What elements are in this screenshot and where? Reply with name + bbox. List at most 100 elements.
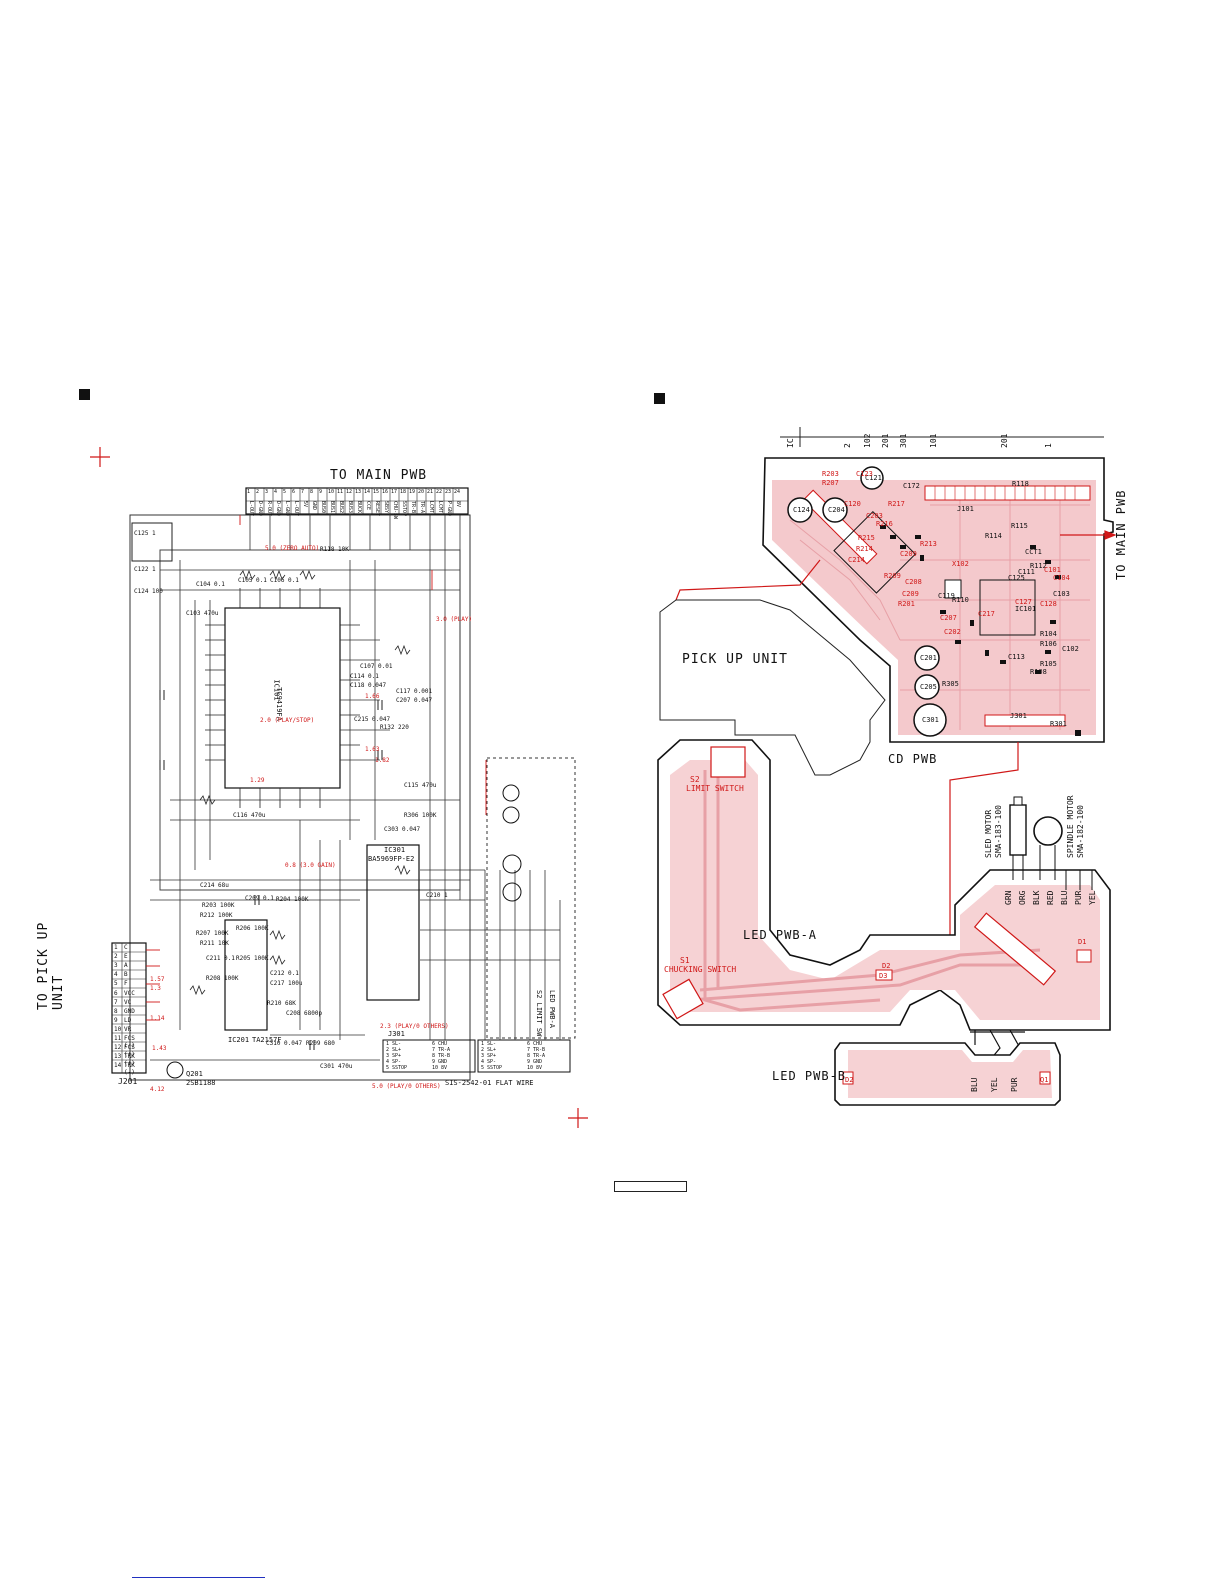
board-part-label: C103 — [1053, 590, 1070, 598]
board-part-label: R215 — [858, 534, 875, 542]
board-part-label: C113 — [1008, 653, 1025, 661]
pickup-pin-signal: FCS (+) — [124, 1044, 135, 1059]
board-part-label: X102 — [952, 560, 969, 568]
board-part-label: J101 — [957, 505, 974, 513]
voltage-annotation: 1.3 — [150, 985, 161, 992]
board-part-label: C120 — [844, 500, 861, 508]
component-label: C214 68u — [200, 882, 229, 889]
footer-box — [614, 1181, 687, 1192]
diode-label: D2 — [845, 1076, 854, 1084]
board-part-label: C124 — [793, 506, 810, 514]
component-label: C124 100 — [134, 588, 163, 595]
flat-connector-pin: 3 SP+ — [481, 1053, 497, 1059]
component-label: C212 0.1 — [270, 970, 299, 977]
board-part-label: C202 — [944, 628, 961, 636]
board-to-main: TO MAIN PWB — [1114, 489, 1128, 580]
component-label: R205 100K — [236, 955, 269, 962]
pickup-pin-number: 14 — [114, 1062, 122, 1070]
main-pin-number: 6 — [292, 489, 296, 495]
main-pin-number: 9 — [319, 489, 323, 495]
scale-label: 102 — [863, 433, 872, 448]
flat-connector-pin: 10 8V — [432, 1065, 448, 1071]
board-part-label: R108 — [1030, 668, 1047, 676]
flat-connector-pin: 1 SL- — [386, 1041, 402, 1047]
flat-connector-pin: 10 8V — [527, 1065, 543, 1071]
wire-color-label: BLU — [1060, 890, 1069, 905]
main-pin-signal: D-GND — [257, 501, 263, 517]
board-part-label: C208 — [905, 578, 922, 586]
voltage-annotation: 2.0 (PLAY/STOP) — [260, 717, 315, 724]
pickup-pin-signal: FCS (-) — [124, 1035, 135, 1049]
flat-connector-pin: 5 SSTOP — [386, 1065, 408, 1071]
board-sled-motor: SLED MOTOR — [984, 809, 993, 858]
component-label: C118 0.047 — [350, 682, 387, 689]
voltage-annotation: 1.43 — [152, 1045, 167, 1052]
main-pin-signal: GND — [311, 501, 317, 511]
component-label: C115 470u — [404, 782, 437, 789]
wire-color-label: ORG — [1018, 890, 1027, 905]
pickup-pin-signal: TRK (-) — [124, 1062, 135, 1077]
component-label: R118 10K — [320, 546, 349, 553]
board-part-label: C301 — [922, 716, 939, 724]
component-label: R132 220 — [380, 724, 409, 731]
board-part-label: C209 — [900, 550, 917, 558]
section-marker-schematic — [79, 389, 90, 400]
flat-connector-pin: 4 SP- — [386, 1059, 402, 1065]
pickup-pin-number: 6 — [114, 989, 118, 997]
component-label: C301 470u — [320, 1063, 353, 1070]
component-label: C103 470u — [186, 610, 219, 617]
voltage-annotation: 1.14 — [150, 1015, 165, 1022]
main-pin-number: 8 — [310, 489, 314, 495]
main-pin-signal: BUS3 — [347, 501, 353, 514]
main-pin-number: 5 — [283, 489, 287, 495]
wire-color-label: PUR — [1010, 1077, 1019, 1092]
main-pin-number: 23 — [445, 489, 452, 495]
board-part-label: C121 — [865, 474, 882, 482]
schematic-diagram — [111, 487, 576, 1081]
board-part-label: R105 — [1040, 660, 1057, 668]
component-label: R208 100K — [206, 975, 239, 982]
schematic-limit-switch-label: S2 LIMIT SW — [535, 990, 543, 1037]
main-pin-signal: RESET — [374, 501, 380, 517]
board-part-label: R203 — [822, 470, 839, 478]
wire-color-label: YEL — [1088, 890, 1097, 905]
pickup-pin-signal: LD — [124, 1016, 132, 1024]
main-pin-number: 19 — [409, 489, 416, 495]
board-part-label: CCT1 — [1025, 548, 1042, 556]
component-label: C107 0.01 — [360, 663, 393, 670]
main-pin-number: 11 — [337, 489, 344, 495]
component-label: C125 1 — [134, 530, 156, 537]
main-pin-number: 13 — [355, 489, 362, 495]
schematic-j201-ref: J201 — [118, 1077, 138, 1086]
main-pin-signal: L-GND — [284, 501, 290, 517]
board-part-label: C127 — [1015, 598, 1032, 606]
voltage-annotation: 1.57 — [150, 976, 165, 983]
flat-wire-connector-left — [382, 1039, 476, 1073]
board-part-label: C204 — [828, 506, 845, 514]
board-title: CD PWB — [888, 752, 938, 766]
spindle-motor-symbol — [502, 882, 522, 902]
ic201-body — [224, 919, 268, 1031]
board-part-label: R305 — [942, 680, 959, 688]
board-part-label: C201 — [920, 654, 937, 662]
pickup-pin-signal: F — [124, 980, 128, 988]
board-sled-part: SMA-183-100 — [994, 805, 1003, 858]
component-label: C106 0.1 — [270, 577, 299, 584]
board-led-b: LED PWB-B — [772, 1069, 847, 1083]
voltage-annotation: 0.8 (3.0 GAIN) — [285, 862, 336, 869]
schematic-pickup-label: TO PICK UP UNIT — [36, 921, 66, 1010]
component-label: C209 0.1 — [245, 895, 274, 902]
main-pin-number: 14 — [364, 489, 371, 495]
component-label: C208 6800p — [286, 1010, 323, 1017]
pickup-pin-number: 4 — [114, 971, 118, 979]
board-part-label: R110 — [952, 596, 969, 604]
main-pin-number: 4 — [274, 489, 278, 495]
q201-symbol — [166, 1061, 184, 1079]
component-label: C210 1 — [426, 892, 448, 899]
main-pin-signal: TR-B — [410, 501, 416, 514]
board-s1: S1 — [680, 956, 690, 965]
main-pin-signal: SSTOP — [401, 501, 407, 517]
wire-color-label: GRN — [1004, 890, 1013, 905]
